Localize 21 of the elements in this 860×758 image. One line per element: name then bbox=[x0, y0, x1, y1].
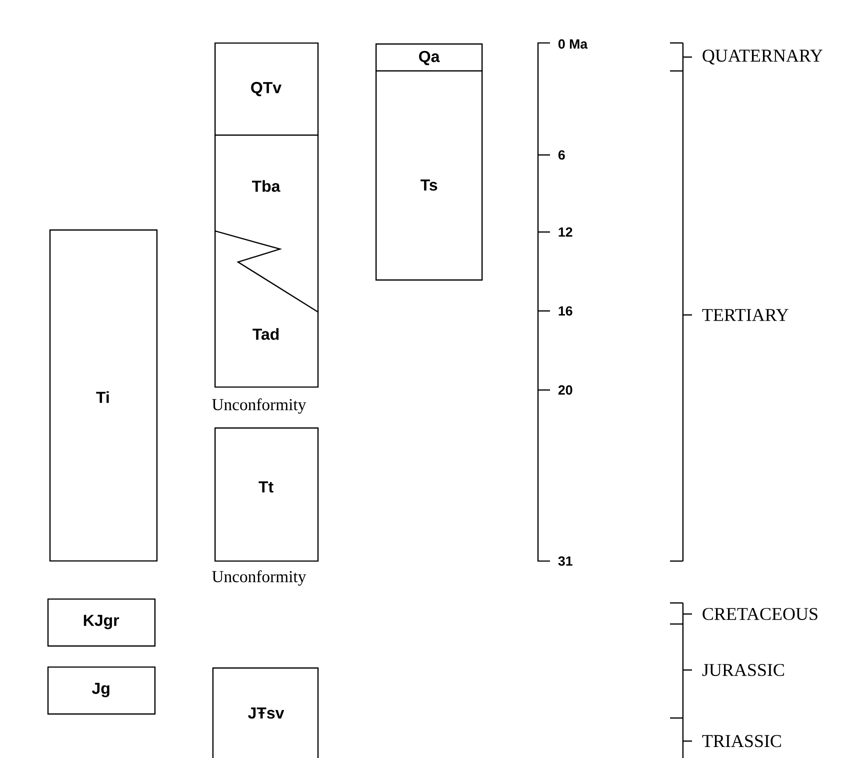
unit-box: Ts bbox=[375, 70, 483, 281]
age-label: 0 Ma bbox=[558, 39, 588, 49]
period-label: TRIASSIC bbox=[702, 735, 781, 748]
unit-box: Tba Tad bbox=[214, 134, 319, 388]
unit-box: Jg bbox=[47, 666, 156, 715]
period-label: JURASSIC bbox=[702, 664, 784, 676]
unconformity-label: Unconformity bbox=[212, 398, 306, 414]
period-label: QUATERNARY bbox=[702, 50, 822, 64]
age-label: 20 bbox=[558, 385, 572, 395]
age-label: 6 bbox=[558, 150, 565, 160]
period-label: TERTIARY bbox=[702, 309, 788, 321]
age-label: 31 bbox=[558, 556, 572, 566]
unit-box: KJgr bbox=[47, 598, 156, 647]
unit-box: Qa bbox=[375, 43, 483, 72]
unit-box: JŦsv bbox=[212, 667, 319, 758]
age-label: 12 bbox=[558, 227, 572, 237]
unit-box: QTv bbox=[214, 42, 319, 136]
unit-box: Ti bbox=[49, 229, 158, 562]
period-label: CRETACEOUS bbox=[702, 608, 818, 620]
unit-box: Tt bbox=[214, 427, 319, 562]
age-label: 16 bbox=[558, 306, 572, 316]
